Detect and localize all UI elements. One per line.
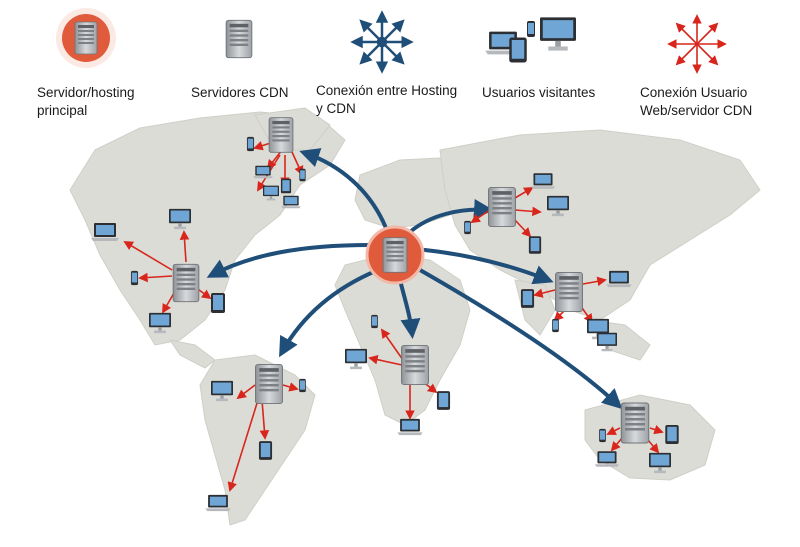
tablet-icon (280, 178, 292, 194)
legend-origin-icon (56, 8, 116, 68)
cdn-server-icon (487, 186, 517, 228)
tablet-icon (665, 424, 679, 445)
cdn-server-icon (554, 271, 584, 313)
laptop-icon (281, 195, 301, 209)
laptop-icon (253, 165, 273, 179)
legend-label-cdn: Servidores CDN (191, 85, 289, 100)
cdn-server-icon (254, 363, 284, 405)
cdn-server-icon (620, 402, 650, 444)
europe-shape (354, 157, 471, 229)
hosting-cdn-links (206, 148, 623, 410)
link-to-north-america (206, 243, 372, 278)
red-arrows-icon (667, 14, 727, 74)
tablet-icon (211, 293, 225, 313)
phone-icon (130, 270, 139, 286)
link-to-africa (398, 278, 421, 339)
laptop-icon (606, 270, 632, 288)
link-to-south-america (279, 268, 380, 358)
origin-server-icon (382, 237, 408, 273)
legend-label-origin: Servidor/hosting principal (37, 85, 135, 118)
laptop-icon (530, 173, 556, 189)
world-map (69, 107, 761, 526)
cdn-server-icon (268, 117, 294, 153)
legend-label-hosting-cdn-link: Conexión entre Hosting y CDN (316, 83, 458, 116)
tablet-icon (258, 441, 273, 460)
legend-icons (56, 8, 727, 74)
central-america-shape (168, 339, 216, 369)
link-to-europe (408, 199, 494, 234)
cdn-server-icon (225, 19, 253, 59)
link-to-asia (423, 248, 554, 285)
legend-label-user-cdn-link: Conexión Usuario Web/servidor CDN (640, 85, 753, 118)
phone-icon (371, 314, 378, 329)
devices-icon (485, 17, 576, 63)
cdn-server-icon (172, 263, 200, 303)
laptop-icon (397, 418, 423, 436)
origin-server (365, 225, 425, 285)
monitor-icon (345, 348, 367, 370)
laptop-icon (205, 494, 231, 512)
legend-label-visitors: Usuarios visitantes (482, 85, 596, 100)
tablet-icon (520, 289, 535, 308)
origin-server-icon (74, 21, 98, 55)
phone-icon (299, 168, 306, 182)
link-to-north-america-north (299, 148, 388, 230)
phone-icon (552, 318, 559, 333)
phone-icon (299, 378, 306, 393)
tablet-icon (528, 236, 542, 254)
laptop-icon (91, 223, 119, 241)
phone-icon (246, 136, 255, 152)
phone-icon (599, 428, 606, 443)
australia-shape (584, 394, 716, 481)
laptop-icon (594, 451, 620, 467)
tablet-icon (436, 391, 451, 410)
blue-arrows-icon (350, 10, 414, 74)
phone-icon (464, 220, 471, 235)
cdn-server-icon (400, 344, 430, 386)
asia-shape (439, 129, 761, 321)
africa-shape (334, 254, 471, 426)
link-to-australia (418, 268, 623, 410)
